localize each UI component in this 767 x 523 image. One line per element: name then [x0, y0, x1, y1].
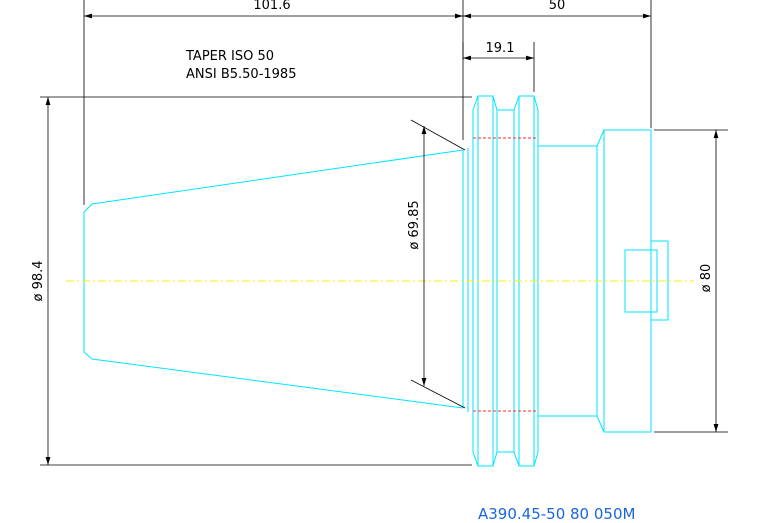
taper-standard-note: TAPER ISO 50: [185, 49, 274, 64]
taper-cone: [83, 149, 464, 409]
dim-flange-width: 19.1: [486, 41, 515, 56]
dim-length-taper: 101.6: [253, 0, 290, 13]
dim-dia-outer: ø 98.4: [31, 260, 46, 301]
part-number-label: A390.45-50 80 050M: [478, 505, 635, 523]
dim-length-body: 50: [549, 0, 566, 13]
ansi-standard-note: ANSI B5.50-1985: [186, 67, 296, 82]
drive-slot: [651, 240, 669, 321]
hidden-lines: [473, 137, 538, 412]
dim-dia-gauge: ø 69.85: [407, 200, 422, 249]
dim-dia-body: ø 80: [699, 264, 714, 293]
dimension-geometry: [40, 0, 728, 466]
flange-rear: [513, 95, 539, 467]
